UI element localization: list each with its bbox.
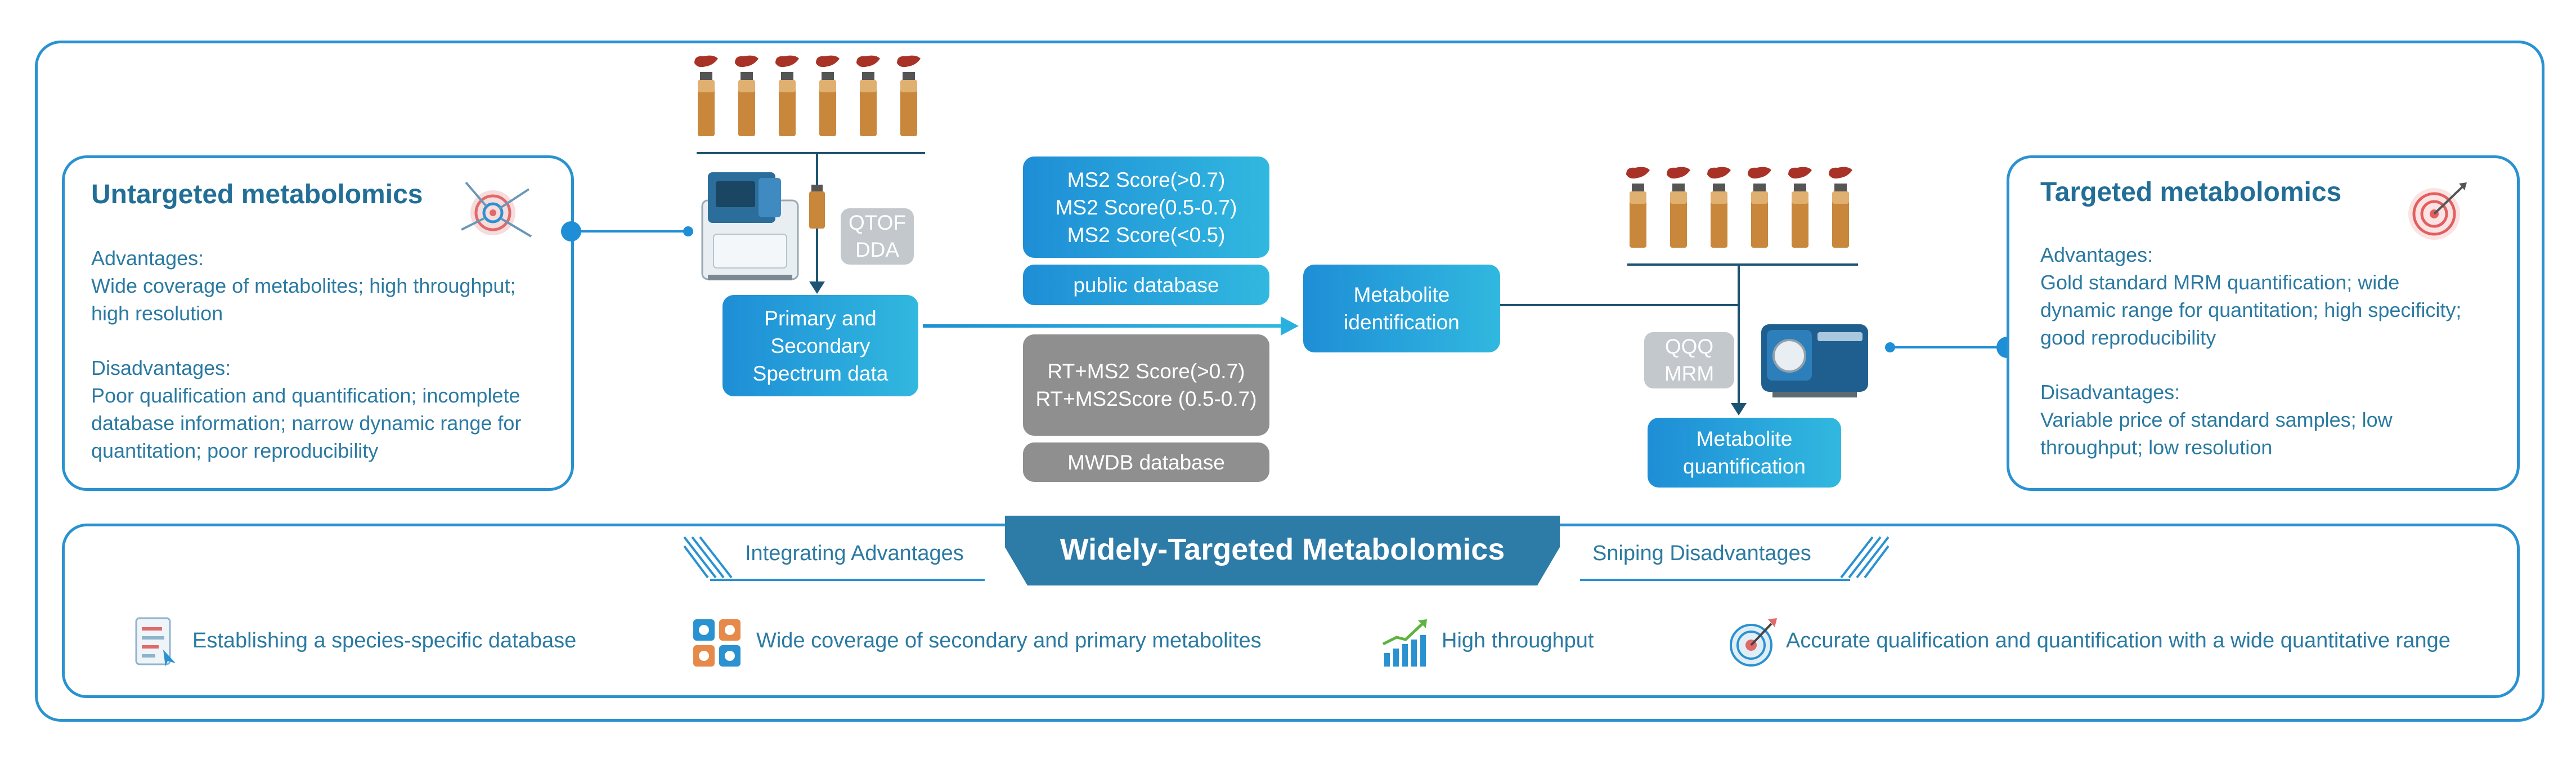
- sample-vials-row-left: [694, 55, 921, 137]
- mrm-label: MRM: [1664, 362, 1715, 385]
- untargeted-dis-line: database information; narrow dynamic ran…: [91, 412, 522, 435]
- target-icon: [2408, 182, 2467, 240]
- mwdb-scores-box: RT+MS2 Score(>0.7) RT+MS2Score (0.5-0.7): [1023, 334, 1269, 436]
- feature-label: High throughput: [1442, 629, 1594, 652]
- samples-baseline-left: [697, 152, 925, 154]
- untargeted-text: Advantages: Wide coverage of metabolites…: [91, 244, 553, 464]
- untargeted-dis-line: Poor qualification and quantification; i…: [91, 384, 520, 407]
- arrow-down-icon: [1731, 403, 1747, 415]
- qqq-mrm-tag: QQQ MRM: [1644, 332, 1734, 388]
- quantification-line: quantification: [1682, 455, 1806, 478]
- right-label-underline: [1580, 579, 1850, 581]
- right-stripes-decoration: [1840, 536, 1890, 579]
- integrating-advantages-label: Integrating Advantages: [745, 542, 964, 565]
- targeted-adv-line: dynamic range for quantitation; high spe…: [2040, 298, 2462, 321]
- spectrum-line: Spectrum data: [752, 361, 888, 385]
- arrow-to-spectrum-line: [816, 229, 818, 285]
- targeted-adv-label: Advantages:: [2040, 243, 2153, 266]
- right-connector-line: [1891, 346, 2010, 348]
- pooled-vial: [809, 185, 825, 229]
- database-document-icon: [135, 617, 176, 667]
- public-scores-box: MS2 Score(>0.7) MS2 Score(0.5-0.7) MS2 S…: [1023, 157, 1269, 258]
- public-database-box: public database: [1023, 265, 1269, 305]
- untargeted-adv-label: Advantages:: [91, 247, 204, 270]
- identification-line: Metabolite: [1353, 283, 1450, 306]
- quantification-line: Metabolite: [1696, 427, 1793, 450]
- arrow-to-identification: [923, 316, 1299, 336]
- targeted-title: Targeted metabolomics: [2040, 177, 2342, 207]
- untargeted-title: Untargeted metabolomics: [91, 180, 423, 209]
- samples-baseline-right: [1627, 263, 1858, 266]
- qtof-label: QTOF: [848, 211, 906, 234]
- arrow-down-icon: [809, 281, 825, 294]
- samples-drop-right: [1738, 263, 1740, 405]
- qqq-instrument: [1761, 324, 1868, 397]
- targeted-text: Advantages: Gold standard MRM quantifica…: [2040, 241, 2502, 461]
- score-line: MS2 Score(<0.5): [1067, 223, 1226, 247]
- banner-title: Widely-Targeted Metabolomics: [1060, 533, 1505, 566]
- spectrum-line: Primary and: [764, 306, 877, 330]
- feature-label: Wide coverage of secondary and primary m…: [756, 629, 1262, 652]
- left-stripes-decoration: [683, 536, 733, 579]
- metabolite-identification-box: Metabolite identification: [1303, 265, 1500, 352]
- score-line: MS2 Score(0.5-0.7): [1055, 195, 1237, 219]
- mwdb-database-box: MWDB database: [1023, 442, 1269, 482]
- targeted-dis-line: throughput; low resolution: [2040, 436, 2273, 459]
- accuracy-target-icon: [1730, 618, 1777, 667]
- untargeted-adv-line: Wide coverage of metabolites; high throu…: [91, 274, 516, 297]
- sniping-disadvantages-label: Sniping Disadvantages: [1592, 542, 1811, 565]
- untargeted-dis-line: quantitation; poor reproducibility: [91, 439, 379, 462]
- score-line: RT+MS2Score (0.5-0.7): [1035, 387, 1257, 410]
- puzzle-gears-icon: [693, 619, 741, 667]
- targeted-adv-line: good reproducibility: [2040, 326, 2216, 349]
- untargeted-adv-line: high resolution: [91, 302, 223, 325]
- banner-shape: [1005, 516, 1560, 585]
- spectrum-data-box: Primary and Secondary Spectrum data: [722, 295, 918, 396]
- outer-frame: [35, 41, 2544, 722]
- feature-label: Establishing a species-specific database: [192, 629, 577, 652]
- qqq-label: QQQ: [1664, 335, 1714, 358]
- metabolite-quantification-box: Metabolite quantification: [1648, 418, 1841, 488]
- left-connector-line: [571, 230, 689, 233]
- identification-to-targeted-line: [1500, 304, 1739, 306]
- qtof-dda-tag: QTOF DDA: [841, 208, 914, 265]
- score-line: RT+MS2 Score(>0.7): [1047, 360, 1245, 383]
- feature-label: Accurate qualification and quantificatio…: [1786, 629, 2451, 652]
- left-label-underline: [710, 579, 985, 581]
- target-arrows-icon: [461, 181, 532, 238]
- growth-chart-icon: [1382, 619, 1427, 667]
- score-line: MS2 Score(>0.7): [1067, 168, 1226, 191]
- sample-vials-row-right: [1626, 167, 1852, 248]
- samples-drop-left: [816, 152, 818, 187]
- right-connector-end: [1885, 342, 1895, 352]
- identification-line: identification: [1344, 311, 1460, 334]
- qtof-instrument: [701, 172, 799, 280]
- left-connector-end: [683, 226, 693, 236]
- untargeted-dis-label: Disadvantages:: [91, 356, 231, 379]
- spectrum-line: Secondary: [770, 334, 870, 357]
- targeted-dis-line: Variable price of standard samples; low: [2040, 408, 2393, 431]
- dda-label: DDA: [855, 238, 900, 261]
- targeted-dis-label: Disadvantages:: [2040, 381, 2180, 404]
- targeted-adv-line: Gold standard MRM quantification; wide: [2040, 271, 2400, 294]
